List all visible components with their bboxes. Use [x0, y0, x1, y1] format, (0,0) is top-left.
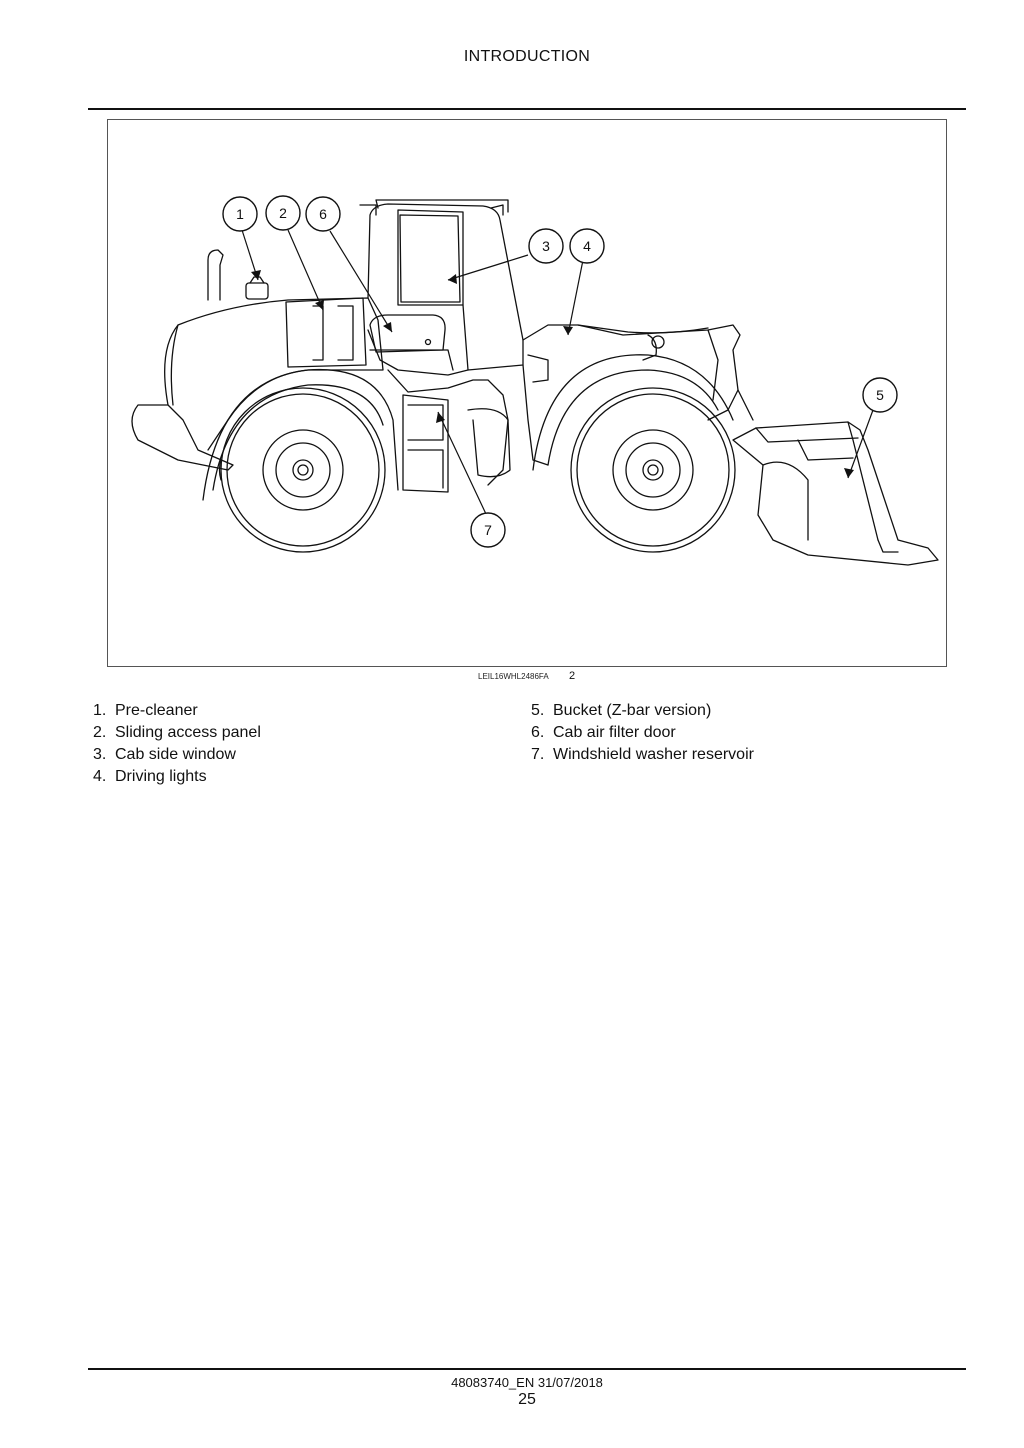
legend-item-number: 3.	[93, 746, 107, 763]
callout-3: 3	[542, 238, 550, 254]
callout-1: 1	[236, 206, 244, 222]
legend-item: 6. Cab air filter door	[531, 722, 754, 744]
legend-item: 1. Pre-cleaner	[93, 700, 261, 722]
page-header-title: INTRODUCTION	[463, 48, 591, 65]
legend-item-label: Windshield washer reservoir	[553, 746, 754, 763]
legend-item: 4. Driving lights	[93, 766, 261, 788]
legend-left-column: 1. Pre-cleaner 2. Sliding access panel 3…	[93, 700, 261, 788]
legend-item: 3. Cab side window	[93, 744, 261, 766]
callout-5: 5	[876, 387, 884, 403]
legend-item: 7. Windshield washer reservoir	[531, 744, 754, 766]
wheel-loader-line-drawing: 1 2 6 3 4 5 7	[131, 195, 939, 566]
callout-6: 6	[319, 206, 327, 222]
callout-4: 4	[583, 238, 591, 254]
legend-item-number: 5.	[531, 702, 545, 719]
legend-item-number: 1.	[93, 702, 107, 719]
legend-item: 5. Bucket (Z-bar version)	[531, 700, 754, 722]
legend-item-number: 2.	[93, 724, 107, 741]
loader-illustration: 1 2 6 3 4 5 7	[107, 119, 947, 667]
callout-7: 7	[484, 522, 492, 538]
legend-item-number: 4.	[93, 768, 107, 785]
legend-item-label: Pre-cleaner	[115, 702, 198, 719]
legend-item: 2. Sliding access panel	[93, 722, 261, 744]
legend-item-label: Driving lights	[115, 768, 207, 785]
callout-2: 2	[279, 205, 287, 221]
page-number: 25	[518, 1391, 536, 1408]
legend-item-number: 7.	[531, 746, 545, 763]
figure-caption-code: LEIL16WHL2486FA	[478, 672, 549, 681]
legend-item-label: Bucket (Z-bar version)	[553, 702, 712, 719]
legend-item-label: Sliding access panel	[115, 724, 261, 741]
header-divider	[88, 108, 966, 110]
legend-item-label: Cab side window	[115, 746, 236, 763]
footer-divider	[88, 1368, 966, 1370]
legend-item-number: 6.	[531, 724, 545, 741]
footer-document-code: 48083740_EN 31/07/2018	[451, 1375, 603, 1390]
legend-item-label: Cab air filter door	[553, 724, 676, 741]
figure-number: 2	[569, 670, 576, 682]
legend-right-column: 5. Bucket (Z-bar version) 6. Cab air fil…	[531, 700, 754, 766]
